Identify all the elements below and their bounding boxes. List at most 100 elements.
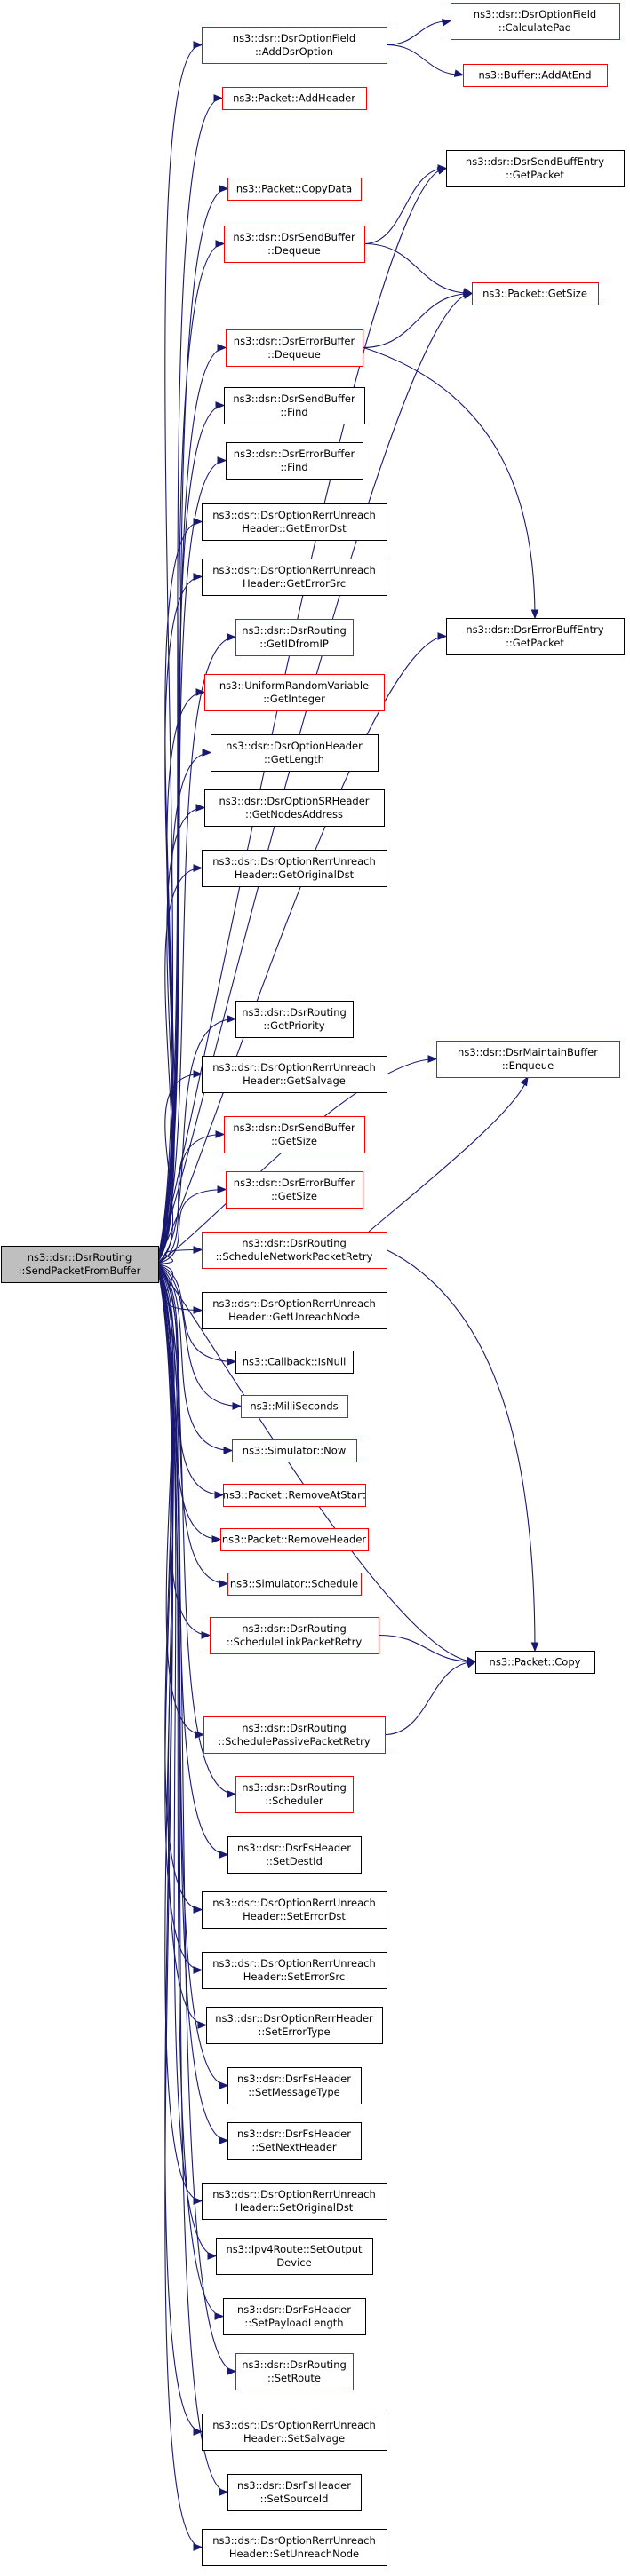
function-node[interactable]: ns3::dsr::DsrFsHeader::SetMessageType — [227, 2067, 362, 2104]
function-node[interactable]: ns3::dsr::DsrErrorBuffEntry::GetPacket — [446, 618, 625, 655]
edge-arrowhead — [227, 1015, 237, 1023]
node-label-line: Device — [276, 2256, 311, 2269]
function-node[interactable]: ns3::Packet::AddHeader — [222, 87, 367, 110]
edge-arrowhead — [441, 19, 452, 27]
function-node[interactable]: ns3::dsr::DsrRouting::SetRoute — [235, 2353, 354, 2390]
function-node[interactable]: ns3::dsr::DsrErrorBuffer::Dequeue — [226, 329, 363, 367]
edge-arrowhead — [462, 291, 474, 299]
edge-arrowhead — [193, 2197, 203, 2205]
function-node[interactable]: ns3::dsr::DsrErrorBuffer::Find — [226, 442, 363, 480]
function-node[interactable]: ns3::Packet::Copy — [475, 1651, 595, 1674]
edge-line — [156, 459, 227, 1264]
node-box — [227, 2067, 362, 2104]
node-label-line: ::Dequeue — [267, 348, 321, 361]
function-node[interactable]: ns3::dsr::DsrRouting::Scheduler — [235, 1776, 354, 1813]
node-label-line: ns3::dsr::DsrOptionField — [474, 8, 596, 20]
call-edge — [156, 749, 212, 1264]
function-node[interactable]: ns3::Simulator::Now — [232, 1439, 357, 1462]
function-node[interactable]: ns3::dsr::DsrRouting::SchedulePassivePac… — [203, 1716, 386, 1754]
call-edge — [156, 1246, 203, 1265]
node-box — [203, 1716, 386, 1754]
node-label-line: ::SchedulePassivePacketRetry — [218, 1735, 371, 1748]
call-edge — [156, 1263, 237, 1366]
function-node[interactable]: ns3::Buffer::AddAtEnd — [463, 64, 608, 87]
edge-arrowhead — [213, 94, 224, 102]
edge-line — [156, 1248, 203, 1265]
function-node[interactable]: ns3::dsr::DsrOptionRerrUnreachHeader::Se… — [202, 1952, 387, 1989]
node-label-line: ns3::dsr::DsrSendBuffer — [233, 1122, 355, 1134]
function-node[interactable]: ns3::dsr::DsrErrorBuffer::GetSize — [226, 1171, 363, 1209]
function-node[interactable]: ns3::Packet::CopyData — [227, 178, 362, 201]
edge-arrowhead — [453, 69, 465, 77]
node-label-line: ns3::Callback::IsNull — [243, 1356, 347, 1368]
function-node[interactable]: ns3::dsr::DsrOptionHeader::GetLength — [211, 734, 379, 772]
function-node[interactable]: ns3::dsr::DsrRouting::GetIDfromIP — [235, 619, 354, 656]
function-node[interactable]: ns3::dsr::DsrRouting::ScheduleNetworkPac… — [202, 1232, 387, 1269]
function-node[interactable]: ns3::dsr::DsrRouting::ScheduleLinkPacket… — [210, 1617, 379, 1654]
node-box — [241, 1395, 348, 1418]
node-label-line: ns3::dsr::DsrFsHeader — [237, 1842, 351, 1854]
edge-line — [363, 167, 447, 245]
node-label-line: ns3::dsr::DsrOptionRerrUnreach — [212, 1061, 376, 1074]
node-box — [202, 2529, 387, 2566]
node-label-line: ns3::dsr::DsrErrorBuffEntry — [466, 623, 603, 636]
function-node[interactable]: ns3::dsr::DsrOptionField::AddDsrOption — [202, 27, 387, 64]
edge-line — [156, 1133, 225, 1265]
node-label-line: ns3::Packet::Copy — [490, 1656, 581, 1668]
function-node[interactable]: ns3::dsr::DsrRouting::GetPriority — [235, 1001, 354, 1038]
function-node[interactable]: ns3::dsr::DsrOptionRerrUnreachHeader::Ge… — [202, 1056, 387, 1093]
function-node[interactable]: ns3::Simulator::Schedule — [227, 1573, 362, 1596]
node-box — [235, 1351, 354, 1374]
function-node[interactable]: ns3::dsr::DsrOptionRerrUnreachHeader::Ge… — [202, 1292, 387, 1329]
node-label-line: ns3::dsr::DsrRouting — [242, 1006, 347, 1019]
function-node[interactable]: ns3::MilliSeconds — [241, 1395, 348, 1418]
function-node[interactable]: ns3::dsr::DsrOptionRerrUnreachHeader::Se… — [202, 2414, 387, 2451]
edge-arrowhead — [193, 1966, 203, 1974]
call-edge — [156, 632, 448, 1264]
function-node[interactable]: ns3::dsr::DsrOptionRerrUnreachHeader::Ge… — [202, 850, 387, 887]
edge-arrowhead — [227, 2367, 237, 2375]
function-node[interactable]: ns3::Packet::GetSize — [472, 282, 599, 305]
node-label-line: ns3::dsr::DsrFsHeader — [237, 2479, 351, 2492]
function-node[interactable]: ns3::Callback::IsNull — [235, 1351, 354, 1374]
edge-arrowhead — [437, 632, 448, 640]
node-label-line: ::GetLength — [264, 753, 324, 765]
function-node[interactable]: ns3::dsr::DsrFsHeader::SetNextHeader — [227, 2122, 362, 2160]
function-node[interactable]: ns3::dsr::DsrMaintainBuffer::Enqueue — [436, 1041, 620, 1078]
function-node[interactable]: ns3::UniformRandomVariable::GetInteger — [204, 674, 385, 711]
function-node[interactable]: ns3::dsr::DsrOptionRerrHeader::SetErrorT… — [206, 2007, 383, 2044]
node-box — [204, 674, 385, 711]
function-node[interactable]: ns3::dsr::DsrOptionRerrUnreachHeader::Ge… — [202, 559, 387, 596]
function-node[interactable]: ns3::dsr::DsrOptionField::CalculatePad — [451, 3, 620, 40]
function-node[interactable]: ns3::dsr::DsrSendBuffEntry::GetPacket — [446, 150, 625, 187]
function-node[interactable]: ns3::dsr::DsrSendBuffer::GetSize — [224, 1116, 365, 1153]
edge-arrowhead — [466, 1661, 477, 1668]
root-function-node[interactable]: ns3::dsr::DsrRouting::SendPacketFromBuff… — [1, 1246, 159, 1283]
function-node[interactable]: ns3::dsr::DsrOptionRerrUnreachHeader::Ge… — [202, 503, 387, 541]
edge-arrowhead — [227, 633, 237, 641]
edge-arrowhead — [427, 1055, 438, 1063]
function-node[interactable]: ns3::dsr::DsrOptionRerrUnreachHeader::Se… — [202, 2183, 387, 2220]
function-node[interactable]: ns3::dsr::DsrFsHeader::SetSourceId — [227, 2474, 362, 2511]
node-box — [227, 2474, 362, 2511]
function-node[interactable]: ns3::dsr::DsrOptionRerrUnreachHeader::Se… — [202, 1891, 387, 1929]
edge-arrowhead — [195, 688, 206, 696]
function-node[interactable]: ns3::dsr::DsrSendBuffer::Find — [224, 387, 365, 424]
node-box — [227, 1573, 362, 1596]
function-node[interactable]: ns3::Packet::RemoveAtStart — [223, 1484, 366, 1507]
function-node[interactable]: ns3::dsr::DsrFsHeader::SetDestId — [227, 1836, 362, 1874]
call-edge — [156, 1264, 229, 2496]
node-box — [202, 1056, 387, 1093]
node-box — [202, 850, 387, 887]
function-node[interactable]: ns3::dsr::DsrSendBuffer::Dequeue — [224, 226, 365, 263]
call-edge — [156, 864, 203, 1264]
node-label-line: ::SetPayloadLength — [244, 2317, 343, 2329]
node-label-line: ns3::dsr::DsrRouting — [28, 1251, 132, 1264]
function-node[interactable]: ns3::dsr::DsrOptionRerrUnreachHeader::Se… — [202, 2529, 387, 2566]
function-node[interactable]: ns3::dsr::DsrFsHeader::SetPayloadLength — [223, 2298, 366, 2335]
call-edge — [386, 44, 465, 77]
node-label-line: ns3::dsr::DsrOptionRerrUnreach — [212, 564, 376, 576]
function-node[interactable]: ns3::dsr::DsrOptionSRHeader::GetNodesAdd… — [204, 789, 385, 827]
function-node[interactable]: ns3::Packet::RemoveHeader — [220, 1528, 369, 1551]
